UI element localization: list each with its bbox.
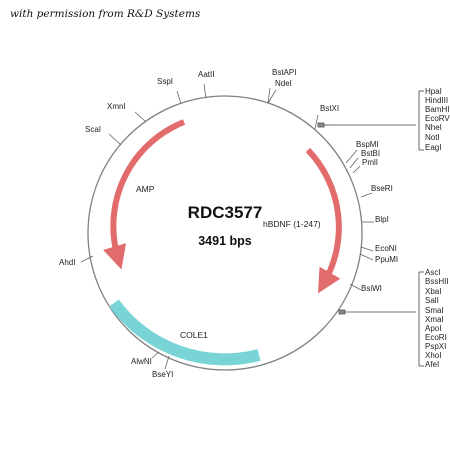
mcs-upper-hpai: HpaI [425, 87, 442, 96]
cole1-origin-arc [109, 299, 261, 366]
plasmid-size: 3491 bps [198, 234, 252, 248]
plasmid-backbone [87, 95, 363, 371]
mcs-upper-bamhi: BamHI [425, 105, 449, 114]
site-label-alwni: AlwNI [131, 357, 152, 366]
site-label-xmni: XmnI [107, 102, 126, 111]
mcs-lower-xhoi: XhoI [425, 351, 441, 360]
mcs-lower-ecori: EcoRI [425, 333, 447, 342]
insert-arrow [305, 147, 342, 294]
mcs-upper-bracket [317, 90, 424, 151]
site-label-ahdi: AhdI [59, 258, 75, 267]
site-label-aatii: AatII [198, 70, 214, 79]
mcs-lower-afei: AfeI [425, 360, 439, 369]
mcs-lower-apoi: ApoI [425, 324, 441, 333]
site-label-bstapi: BstAPI [272, 68, 296, 77]
site-label-scai: ScaI [85, 125, 101, 134]
site-label-bspmi: BspMI [356, 140, 379, 149]
site-label-bstxi: BstXI [320, 104, 339, 113]
cole1-label: COLE1 [180, 330, 208, 340]
mcs-lower-asci: AscI [425, 268, 441, 277]
site-label-blpi: BlpI [375, 215, 389, 224]
amp-label: AMP [136, 184, 155, 194]
amp-arrow [103, 119, 186, 270]
mcs-upper-ecorv: EcoRV [425, 114, 450, 123]
mcs-upper-nhei: NheI [425, 123, 442, 132]
site-label-ppumi: PpuMI [375, 255, 398, 264]
mcs-upper-noti: NotI [425, 133, 440, 142]
mcs-upper-hindiii: HindIII [425, 96, 448, 105]
mcs-lower-bsshii: BssHII [425, 277, 449, 286]
site-label-bseyi: BseYI [152, 370, 173, 379]
mcs-lower-xmai: XmaI [425, 315, 444, 324]
site-label-econi: EcoNI [375, 244, 397, 253]
credit-text: with permission from R&D Systems [10, 8, 201, 20]
mcs-lower-sali: SalI [425, 296, 439, 305]
mcs-lower-xbai: XbaI [425, 287, 441, 296]
site-label-bsiwi: BsiWI [361, 284, 382, 293]
site-label-pmli: PmlI [362, 158, 378, 167]
plasmid-name: RDC3577 [188, 203, 263, 222]
mcs-upper-eagi: EagI [425, 143, 441, 152]
site-label-bstbi: BstBI [361, 149, 380, 158]
mcs-lower-pspxi: PspXI [425, 342, 446, 351]
site-label-ndei: NdeI [275, 79, 292, 88]
mcs-lower-smai: SmaI [425, 306, 444, 315]
site-ticks [80, 83, 374, 370]
site-label-bseri: BseRI [371, 184, 393, 193]
site-label-sspi: SspI [157, 77, 173, 86]
insert-label: hBDNF (1-247) [263, 219, 321, 229]
mcs-lower-bracket [338, 271, 424, 367]
